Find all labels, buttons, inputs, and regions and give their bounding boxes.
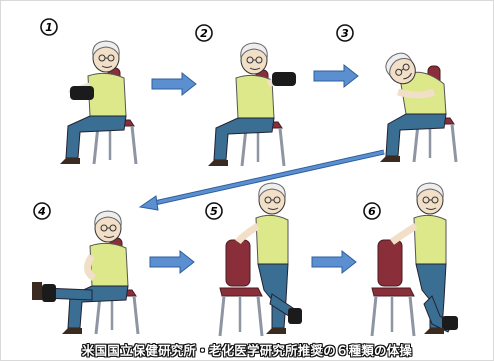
figure-step-1	[60, 40, 138, 166]
step-3-number: 3	[341, 27, 349, 40]
arrow-2-to-3	[313, 64, 359, 88]
figure-step-3	[380, 47, 458, 164]
arrow-4-to-5	[149, 250, 195, 274]
step-2-number: 2	[200, 27, 208, 40]
arrow-3-to-4	[138, 149, 385, 211]
step-3-badge	[336, 24, 354, 42]
step-5-badge	[205, 202, 223, 220]
step-6-number: 6	[368, 205, 376, 218]
step-5-number: 5	[210, 205, 218, 218]
figure-step-5	[218, 182, 302, 337]
arrow-1-to-2	[151, 72, 197, 96]
figure-step-6	[370, 182, 458, 337]
step-6-badge	[363, 202, 381, 220]
step-4-number: 4	[37, 205, 46, 218]
step-4-badge	[33, 202, 51, 220]
step-2-badge	[195, 24, 213, 42]
figure-step-4	[32, 210, 140, 336]
step-1-number: 1	[45, 21, 53, 34]
caption: 米国国立保健研究所・老化医学研究所推奨の６種類の体操	[81, 343, 413, 358]
step-1-badge	[40, 18, 58, 36]
figure-step-2	[208, 42, 297, 168]
step-badges: 1 2 3 4 5 6	[33, 18, 381, 220]
arrow-5-to-6	[311, 250, 357, 274]
